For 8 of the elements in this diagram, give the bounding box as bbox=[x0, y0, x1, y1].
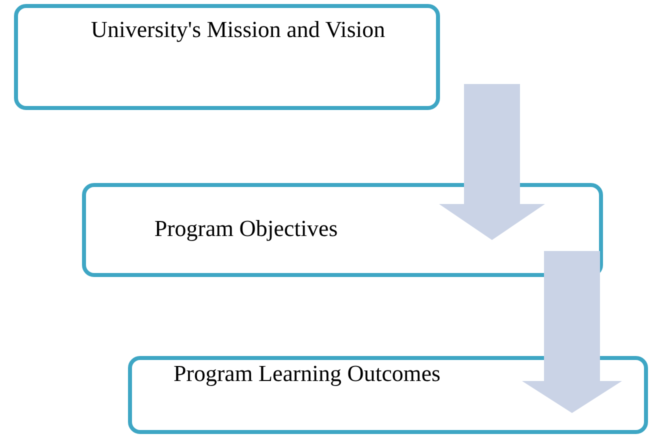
box-label: Program Learning Outcomes bbox=[172, 362, 442, 386]
box-label: Program Objectives bbox=[153, 217, 339, 241]
box-label: University's Mission and Vision bbox=[90, 18, 386, 42]
block-arrow bbox=[522, 251, 622, 413]
process-box bbox=[82, 183, 603, 277]
process-box bbox=[14, 4, 440, 110]
process-box bbox=[128, 356, 648, 434]
block-arrow bbox=[439, 84, 545, 240]
